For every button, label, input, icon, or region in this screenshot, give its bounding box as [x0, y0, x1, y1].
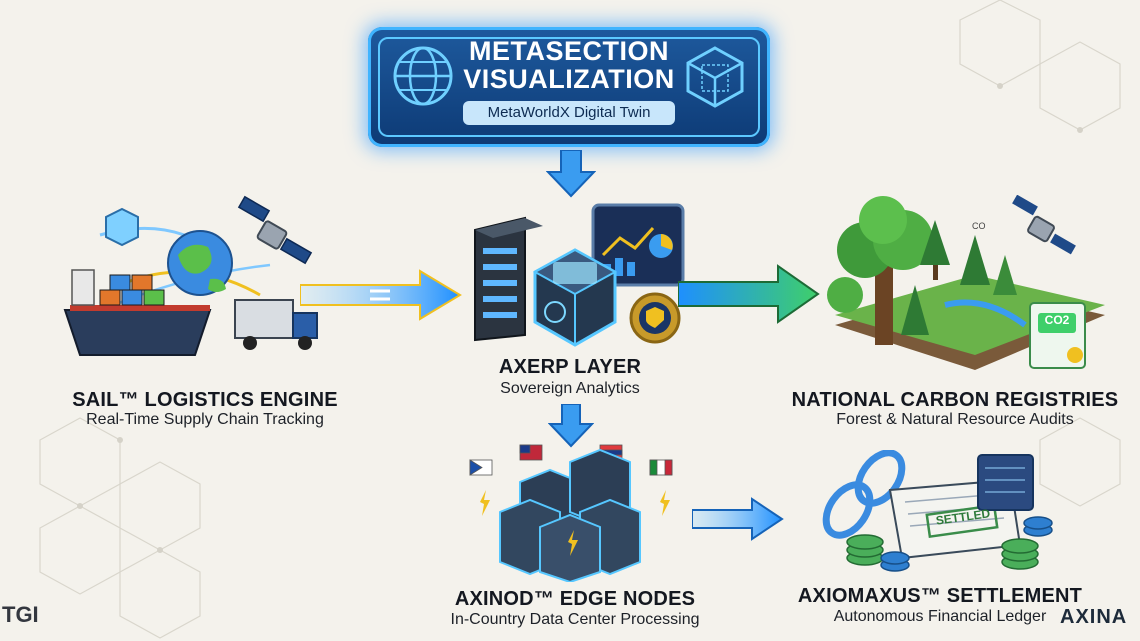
co-marker: CO	[972, 221, 986, 231]
axiomaxus-subtitle: Autonomous Financial Ledger	[833, 608, 1047, 625]
title-subtitle: MetaWorldX Digital Twin	[463, 101, 675, 125]
title-line-1: METASECTION	[469, 36, 669, 66]
logistics-illustration	[63, 195, 318, 356]
corner-logo-left: TGI	[2, 602, 39, 627]
axinod-title: AXINOD™ EDGE NODES	[454, 588, 696, 610]
page-title: METASECTION VISUALIZATION	[368, 37, 770, 93]
title-panel-border	[378, 37, 760, 137]
axiomaxus-title: AXIOMAXUS™ SETTLEMENT	[797, 585, 1083, 607]
title-line-2: VISUALIZATION	[463, 64, 675, 94]
globe-icon	[393, 46, 453, 106]
carbon-registries-subtitle: Forest & Natural Resource Audits	[836, 411, 1074, 428]
settlement-illustration	[822, 450, 1053, 572]
axerp-server-illustration	[474, 203, 685, 347]
arrow-down-to-axerp	[546, 150, 596, 198]
axerp-subtitle: Sovereign Analytics	[500, 380, 640, 397]
forest-illustration	[827, 195, 1105, 370]
carbon-registries-title: NATIONAL CARBON REGISTRIES	[791, 389, 1119, 411]
arrow-axerp-to-edge	[548, 404, 594, 448]
arrow-axerp-to-registries	[678, 264, 820, 324]
arrow-logistics-to-axerp	[300, 269, 462, 321]
corner-logo-right: AXINA	[1060, 606, 1128, 628]
co2-badge: CO2	[1044, 313, 1070, 327]
sail-title: SAIL™ LOGISTICS ENGINE	[72, 389, 338, 411]
edge-nodes-illustration	[469, 444, 673, 582]
axinod-subtitle: In-Country Data Center Processing	[450, 611, 700, 628]
arrow-edge-to-settlement	[692, 497, 784, 541]
axerp-title: AXERP LAYER	[498, 356, 642, 378]
sail-subtitle: Real-Time Supply Chain Tracking	[86, 411, 324, 428]
metasection-title-panel: METASECTION VISUALIZATION MetaWorldX Dig…	[368, 27, 770, 147]
cube-icon	[686, 46, 744, 108]
